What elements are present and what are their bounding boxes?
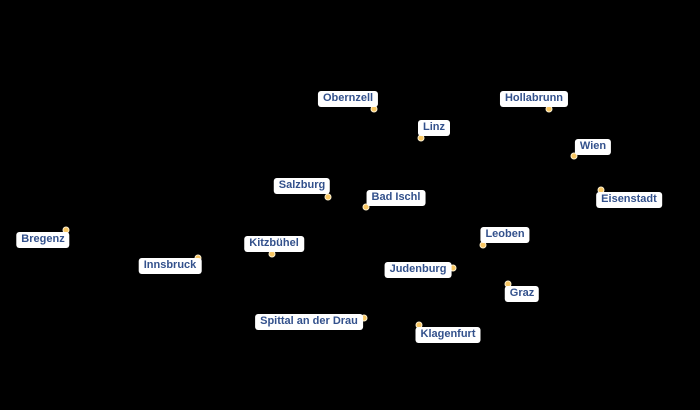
city-label-salzburg[interactable]: Salzburg <box>273 178 331 194</box>
city-label-bregenz[interactable]: Bregenz <box>16 232 70 248</box>
city-label-klagenfurt[interactable]: Klagenfurt <box>415 327 481 343</box>
city-label-kitzb-hel[interactable]: Kitzbühel <box>244 236 304 252</box>
city-label-leoben[interactable]: Leoben <box>480 227 530 243</box>
city-label-judenburg[interactable]: Judenburg <box>384 262 452 278</box>
city-label-hollabrunn[interactable]: Hollabrunn <box>499 91 569 107</box>
city-label-linz[interactable]: Linz <box>418 120 450 136</box>
city-marker-dot-icon[interactable] <box>362 203 370 211</box>
city-label-graz[interactable]: Graz <box>504 286 540 302</box>
city-marker-dot-icon[interactable] <box>324 193 332 201</box>
city-label-wien[interactable]: Wien <box>574 139 612 155</box>
city-label-bad-ischl[interactable]: Bad Ischl <box>366 190 426 206</box>
city-label-eisenstadt[interactable]: Eisenstadt <box>596 192 662 208</box>
city-label-innsbruck[interactable]: Innsbruck <box>138 258 202 274</box>
city-label-spittal-an-der-drau[interactable]: Spittal an der Drau <box>255 314 363 330</box>
city-label-obernzell[interactable]: Obernzell <box>317 91 379 107</box>
city-marker-dot-icon[interactable] <box>570 152 578 160</box>
